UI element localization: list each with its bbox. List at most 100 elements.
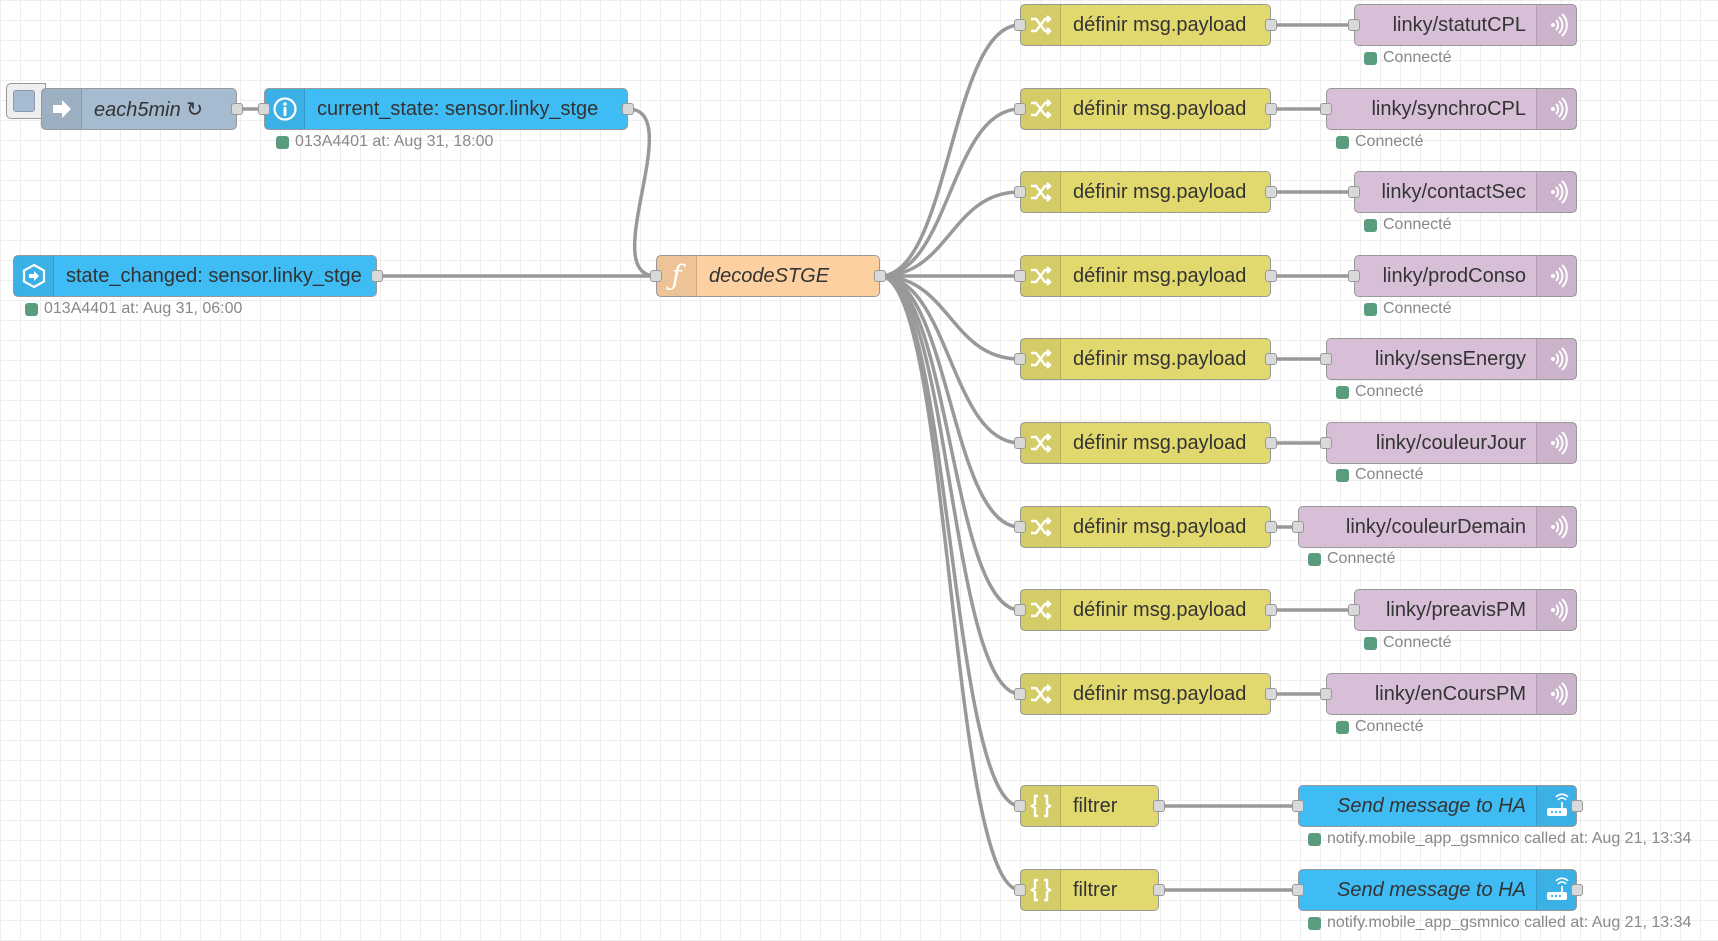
mqtt-status-text: Connecté [1327,550,1396,567]
shuffle-icon [1021,172,1061,212]
mqtt-out-node[interactable]: linky/prodConso [1348,255,1577,297]
shuffle-icon [1021,507,1061,547]
inject-trigger-button[interactable] [6,83,46,119]
input-port[interactable] [1348,186,1360,198]
change-node[interactable]: définir msg.payload [1014,338,1277,380]
ha-state-changed-node[interactable]: state_changed: sensor.linky_stge [13,255,383,297]
output-port[interactable] [231,103,243,115]
output-port[interactable] [1265,604,1277,616]
notify-status-text: notify.mobile_app_gsmnico called at: Aug… [1327,830,1692,847]
wire [627,107,657,278]
input-port[interactable] [258,103,270,115]
broadcast-icon [1536,423,1576,463]
output-port[interactable] [1265,103,1277,115]
input-port[interactable] [650,270,662,282]
output-port[interactable] [1265,437,1277,449]
output-port[interactable] [1153,884,1165,896]
wire [879,274,1021,696]
input-port[interactable] [1320,437,1332,449]
input-port[interactable] [1292,521,1304,533]
mqtt-status: Connecté [1336,718,1424,736]
input-port[interactable] [1014,800,1026,812]
output-port[interactable] [622,103,634,115]
change-node-label: définir msg.payload [1073,347,1247,370]
input-port[interactable] [1014,19,1026,31]
input-port[interactable] [1320,353,1332,365]
mqtt-topic-label: linky/couleurJour [1375,431,1526,454]
change-node-label: définir msg.payload [1073,682,1247,705]
status-dot [25,302,38,316]
wire [879,274,1021,612]
notify-status-text: notify.mobile_app_gsmnico called at: Aug… [1327,914,1692,931]
shuffle-icon [1021,89,1061,129]
mqtt-out-node[interactable]: linky/contactSec [1348,171,1577,213]
mqtt-out-node[interactable]: linky/preavisPM [1348,589,1577,631]
ha-current-state-node[interactable]: current_state: sensor.linky_stge [258,88,634,130]
mqtt-out-node[interactable]: linky/synchroCPL [1320,88,1577,130]
mqtt-status: Connecté [1336,133,1424,151]
output-port[interactable] [1265,270,1277,282]
function-node-decodestge[interactable]: ƒ decodeSTGE [650,255,886,297]
mqtt-out-node[interactable]: linky/couleurJour [1320,422,1577,464]
change-node[interactable]: définir msg.payload [1014,506,1277,548]
change-node[interactable]: définir msg.payload [1014,4,1277,46]
mqtt-out-node[interactable]: linky/statutCPL [1348,4,1577,46]
output-port[interactable] [1265,19,1277,31]
wire [879,23,1021,278]
output-port[interactable] [1571,884,1583,896]
output-port[interactable] [1265,353,1277,365]
router-icon [1536,870,1576,910]
input-port[interactable] [1014,186,1026,198]
ha-notify-node[interactable]: Send message to HA [1292,869,1583,911]
input-port[interactable] [1292,800,1304,812]
status-dot [1336,468,1349,482]
output-port[interactable] [1153,800,1165,812]
output-port[interactable] [874,270,886,282]
input-port[interactable] [1292,884,1304,896]
mqtt-out-node[interactable]: linky/enCoursPM [1320,673,1577,715]
input-port[interactable] [1014,270,1026,282]
change-node[interactable]: définir msg.payload [1014,422,1277,464]
filter-icon [1021,786,1061,826]
output-port[interactable] [1265,688,1277,700]
input-port[interactable] [1014,353,1026,365]
input-port[interactable] [1014,604,1026,616]
input-port[interactable] [1348,19,1360,31]
output-port[interactable] [1265,186,1277,198]
output-port[interactable] [371,270,383,282]
filter-node[interactable]: filtrer [1014,785,1165,827]
wire [879,274,1021,808]
mqtt-out-node[interactable]: linky/couleurDemain [1292,506,1577,548]
wire [879,274,1021,529]
change-node[interactable]: définir msg.payload [1014,255,1277,297]
mqtt-topic-label: linky/synchroCPL [1371,97,1526,120]
input-port[interactable] [1320,103,1332,115]
status-dot [1336,720,1349,734]
function-icon: ƒ [657,256,697,296]
status-dot [1336,385,1349,399]
mqtt-topic-label: linky/prodConso [1382,264,1526,287]
ha-notify-node[interactable]: Send message to HA [1292,785,1583,827]
mqtt-topic-label: linky/contactSec [1381,180,1526,203]
input-port[interactable] [1014,884,1026,896]
input-port[interactable] [1014,688,1026,700]
input-port[interactable] [1320,688,1332,700]
change-node[interactable]: définir msg.payload [1014,589,1277,631]
mqtt-topic-label: linky/sensEnergy [1374,347,1526,370]
mqtt-status: Connecté [1364,300,1452,318]
change-node[interactable]: définir msg.payload [1014,88,1277,130]
input-port[interactable] [1014,103,1026,115]
mqtt-out-node[interactable]: linky/sensEnergy [1320,338,1577,380]
inject-node-each5min[interactable]: each5min ↻ [41,88,243,130]
input-port[interactable] [1348,270,1360,282]
shuffle-icon [1021,339,1061,379]
input-port[interactable] [1014,437,1026,449]
input-port[interactable] [1014,521,1026,533]
change-node[interactable]: définir msg.payload [1014,673,1277,715]
broadcast-icon [1536,89,1576,129]
input-port[interactable] [1348,604,1360,616]
output-port[interactable] [1265,521,1277,533]
output-port[interactable] [1571,800,1583,812]
filter-node[interactable]: filtrer [1014,869,1165,911]
change-node[interactable]: définir msg.payload [1014,171,1277,213]
